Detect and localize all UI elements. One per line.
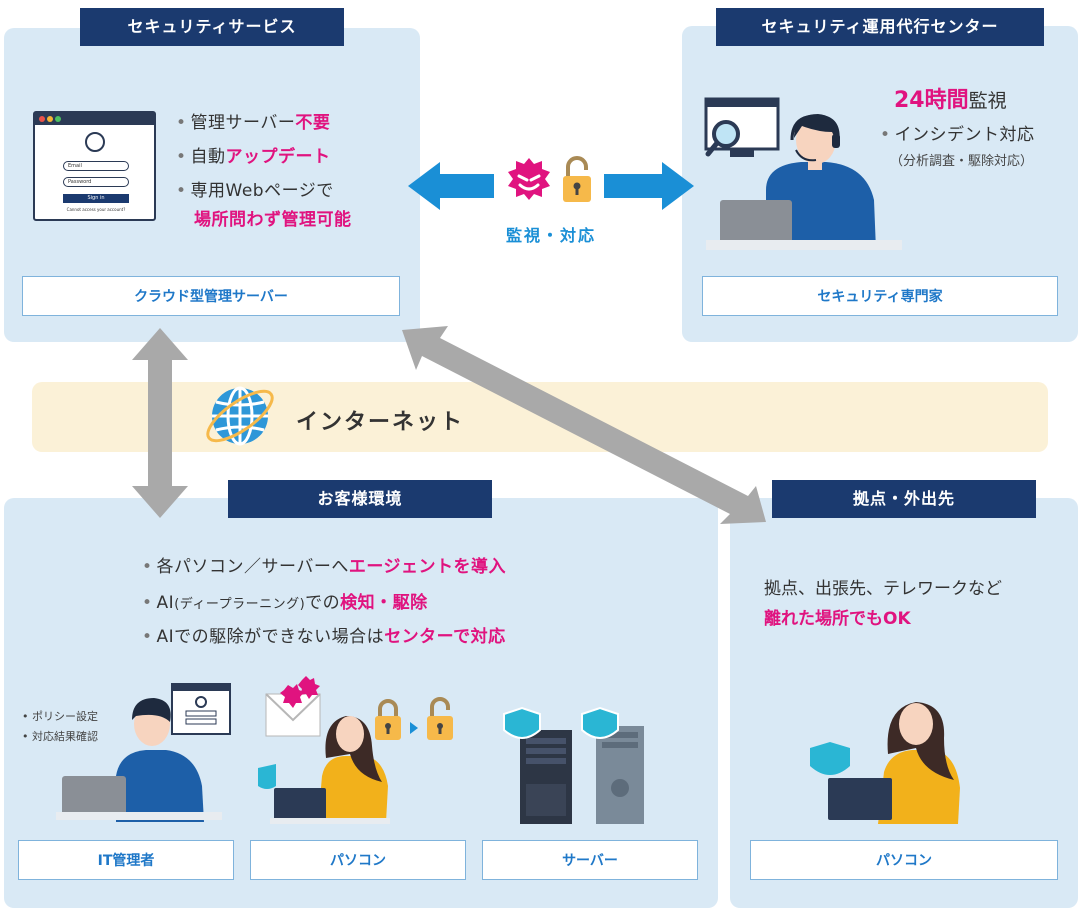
- soc-bullet: •インシデント対応: [880, 125, 1035, 145]
- customer-bullet-2: •AI(ディープラーニング)での検知・駆除: [142, 593, 428, 613]
- internet-label: インターネット: [296, 410, 465, 435]
- server-label: サーバー: [482, 840, 698, 880]
- ss-bullet-1: •管理サーバー不要: [176, 113, 331, 133]
- virus-icon: [508, 158, 550, 200]
- soc-bullet-sub: （分析調査・駆除対応）: [890, 154, 1034, 169]
- branch-line-1: 拠点、出張先、テレワークなど: [764, 579, 1002, 599]
- servers-illustration: [503, 706, 644, 824]
- operator-illustration: [706, 114, 902, 250]
- vertical-gray-arrow: [132, 328, 188, 518]
- customer-title: お客様環境: [228, 480, 492, 518]
- sign-in-button: Sign in: [63, 194, 129, 203]
- left-blue-arrow: [408, 162, 494, 210]
- note-policy: • ポリシー設定: [22, 710, 98, 723]
- pc-user-illustration: [258, 676, 390, 824]
- ss-bullet-2: •自動アップデート: [176, 147, 331, 167]
- ss-bullet-3-line2: 場所問わず管理可能: [194, 210, 352, 230]
- branch-pc-user-illustration: [810, 702, 960, 824]
- soc-24h: 24時間監視: [894, 88, 1007, 113]
- customer-bullet-3: •AIでの駆除ができない場合はセンターで対応: [142, 627, 506, 647]
- user-icon: [85, 132, 105, 152]
- login-window: Email Password Sign in Cannot access you…: [33, 111, 156, 221]
- password-field: Password: [63, 177, 129, 187]
- branch-panel: [730, 498, 1078, 908]
- customer-bullet-1: •各パソコン／サーバーへエージェントを導入: [142, 557, 507, 577]
- unlocked-padlock-icon: [563, 156, 591, 202]
- it-admin-label: IT管理者: [18, 840, 234, 880]
- pc-label: パソコン: [250, 840, 466, 880]
- note-result: • 対応結果確認: [22, 730, 98, 743]
- ss-bullet-3: •専用Webページで: [176, 181, 334, 201]
- security-expert-label: セキュリティ専門家: [702, 276, 1058, 316]
- branch-line-2: 離れた場所でもOK: [764, 609, 911, 629]
- diagonal-gray-arrow: [402, 326, 766, 524]
- email-field: Email: [63, 161, 129, 171]
- soc-title: セキュリティ運用代行センター: [716, 8, 1044, 46]
- branch-title: 拠点・外出先: [772, 480, 1036, 518]
- customer-panel: [4, 498, 718, 908]
- link-label: 監視・対応: [505, 226, 596, 245]
- monitor-magnifier-icon: [704, 97, 780, 157]
- login-footer: Cannot access your account?: [66, 207, 126, 212]
- security-service-title: セキュリティサービス: [80, 8, 344, 46]
- lock-transition-icons: [375, 697, 453, 740]
- globe-icon: [206, 386, 274, 446]
- right-blue-arrow: [604, 162, 694, 210]
- it-admin-illustration: [56, 683, 231, 822]
- cloud-server-label: クラウド型管理サーバー: [22, 276, 400, 316]
- branch-pc-label: パソコン: [750, 840, 1058, 880]
